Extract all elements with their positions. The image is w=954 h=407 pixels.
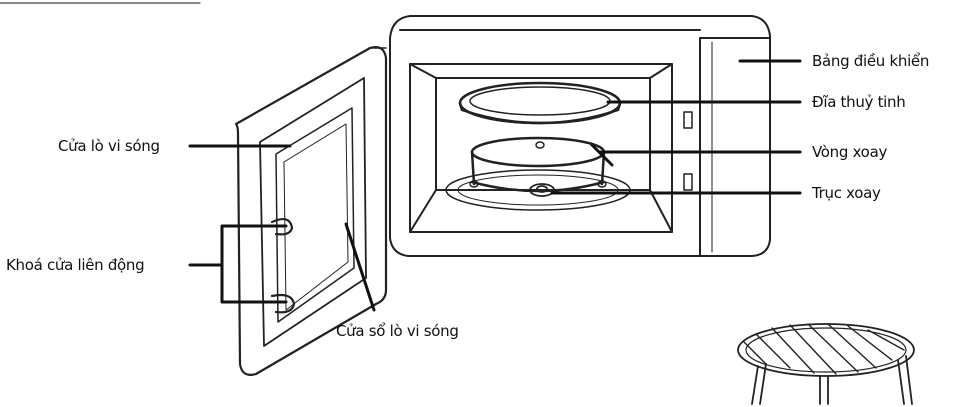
coupler: [529, 183, 555, 197]
label-control-panel: Bảng điều khiển: [812, 52, 930, 70]
label-roller-ring: Vòng xoay: [812, 143, 888, 161]
callout-lines: [188, 59, 802, 312]
roller-ring: [469, 136, 607, 193]
callout-interlock-bracket: [220, 224, 288, 304]
label-door-interlock: Khoá cửa liên động: [6, 256, 145, 274]
label-door-window: Cửa sổ lò vi sóng: [336, 322, 459, 340]
microwave-body: [389, 15, 771, 257]
glass-tray: [458, 81, 622, 125]
label-door: Cửa lò vi sóng: [58, 137, 160, 155]
microwave-door: [234, 46, 388, 376]
grill-rack: [737, 323, 915, 405]
cavity-floor: [445, 169, 631, 211]
callout-door-window: [344, 222, 376, 312]
callout-roller-ring: [590, 143, 614, 167]
label-coupler: Trục xoay: [812, 184, 881, 202]
label-glass-tray: Đĩa thuỷ tinh: [812, 93, 906, 111]
